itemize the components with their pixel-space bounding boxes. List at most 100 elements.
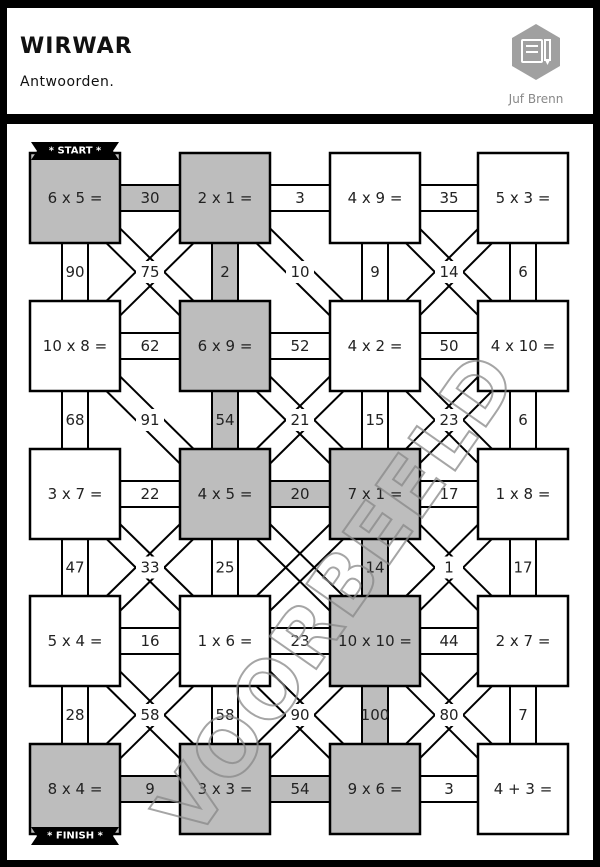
label-bg bbox=[136, 261, 164, 283]
label-bg bbox=[435, 261, 463, 283]
label-bg bbox=[136, 556, 164, 579]
maze-cell bbox=[28, 742, 122, 836]
horizontal-answer-label: 35 bbox=[439, 189, 458, 207]
diagonal-answer-label: 10 bbox=[290, 263, 309, 281]
maze-cell bbox=[28, 594, 122, 688]
vertical-path bbox=[361, 538, 389, 597]
vertical-path bbox=[361, 685, 389, 745]
maze-cell bbox=[178, 151, 272, 245]
diagonal-answer-label: 80 bbox=[439, 706, 458, 724]
horizontal-path bbox=[119, 332, 181, 360]
vertical-answer-label: 6 bbox=[518, 263, 528, 281]
vertical-answer-label: 25 bbox=[215, 559, 234, 577]
start-banner: * START * bbox=[31, 142, 119, 160]
vertical-answer-label: 54 bbox=[215, 411, 234, 429]
horizontal-answer-label: 30 bbox=[140, 189, 159, 207]
horizontal-path bbox=[119, 480, 181, 508]
label-bg bbox=[286, 704, 314, 726]
cell-equation: 4 x 9 = bbox=[348, 189, 403, 207]
maze-board: 6 x 5 =2 x 1 =4 x 9 =5 x 3 =10 x 8 =6 x … bbox=[7, 124, 593, 860]
cell-equation: 7 x 1 = bbox=[348, 485, 403, 503]
vertical-path bbox=[61, 242, 89, 302]
finish-banner-label: * FINISH * bbox=[47, 831, 103, 842]
horizontal-answer-label: 22 bbox=[140, 485, 159, 503]
cell-equation: 2 x 7 = bbox=[496, 632, 551, 650]
finish-banner: * FINISH * bbox=[31, 827, 119, 845]
horizontal-answer-label: 54 bbox=[290, 780, 309, 798]
vertical-answer-label: 15 bbox=[365, 411, 384, 429]
diagonal-answer-label: 1 bbox=[444, 559, 454, 577]
diagonal-answer-label: 14 bbox=[439, 263, 458, 281]
cell-equation: 3 x 3 = bbox=[198, 780, 253, 798]
maze-cell bbox=[476, 594, 570, 688]
horizontal-answer-label: 50 bbox=[439, 337, 458, 355]
maze-svg: 6 x 5 =2 x 1 =4 x 9 =5 x 3 =10 x 8 =6 x … bbox=[28, 142, 570, 854]
vertical-answer-label: 7 bbox=[518, 706, 528, 724]
label-bg bbox=[286, 409, 314, 431]
horizontal-answer-label: 3 bbox=[295, 189, 305, 207]
diagonal-answer-label: 91 bbox=[140, 411, 159, 429]
diagonal-answer-label: 75 bbox=[140, 263, 159, 281]
maze-cell bbox=[476, 299, 570, 393]
cell-equation: 5 x 4 = bbox=[48, 632, 103, 650]
horizontal-answer-label: 3 bbox=[444, 780, 454, 798]
label-bg bbox=[286, 261, 314, 283]
vertical-path bbox=[211, 538, 239, 597]
cell-equation: 6 x 5 = bbox=[48, 189, 103, 207]
maze-cell bbox=[476, 151, 570, 245]
cells: 6 x 5 =2 x 1 =4 x 9 =5 x 3 =10 x 8 =6 x … bbox=[28, 151, 570, 836]
page-title: WIRWAR bbox=[20, 34, 133, 59]
horizontal-path bbox=[269, 184, 331, 212]
maze-cell bbox=[28, 447, 122, 541]
cell-equation: 5 x 3 = bbox=[496, 189, 551, 207]
horizontal-path bbox=[419, 332, 479, 360]
maze-cell bbox=[328, 151, 422, 245]
label-bg bbox=[435, 409, 463, 431]
cell-equation: 9 x 6 = bbox=[348, 780, 403, 798]
cell-equation: 1 x 8 = bbox=[496, 485, 551, 503]
start-banner-label: * START * bbox=[49, 146, 102, 157]
horizontal-answer-label: 44 bbox=[439, 632, 458, 650]
vertical-answer-label: 17 bbox=[513, 559, 532, 577]
vertical-path bbox=[61, 538, 89, 597]
page-subtitle: Antwoorden. bbox=[20, 74, 115, 90]
diagonal-answer-label: 21 bbox=[290, 411, 309, 429]
vertical-path bbox=[61, 685, 89, 745]
cell-equation: 3 x 7 = bbox=[48, 485, 103, 503]
horizontal-path bbox=[269, 480, 331, 508]
vertical-answer-label: 6 bbox=[518, 411, 528, 429]
cell-equation: 8 x 4 = bbox=[48, 780, 103, 798]
logo: Juf Brenn bbox=[491, 22, 581, 110]
label-bg bbox=[136, 409, 164, 431]
vertical-answer-label: 58 bbox=[215, 706, 234, 724]
maze-cell bbox=[328, 742, 422, 836]
vertical-answer-label: 2 bbox=[220, 263, 230, 281]
maze-cell bbox=[476, 742, 570, 836]
cell-equation: 4 x 10 = bbox=[491, 337, 555, 355]
horizontal-answer-label: 20 bbox=[290, 485, 309, 503]
maze-cell bbox=[28, 151, 122, 245]
finish-banner-shape bbox=[31, 827, 119, 845]
vertical-answer-label: 28 bbox=[65, 706, 84, 724]
maze-cell bbox=[328, 299, 422, 393]
notebook-pencil-icon bbox=[512, 24, 560, 80]
logo-text: Juf Brenn bbox=[508, 92, 564, 106]
horizontal-answer-label: 23 bbox=[290, 632, 309, 650]
vertical-answer-label: 100 bbox=[361, 706, 390, 724]
label-bg bbox=[435, 704, 463, 726]
cell-equation: 1 x 6 = bbox=[198, 632, 253, 650]
cell-equation: 2 x 1 = bbox=[198, 189, 253, 207]
maze-cell bbox=[178, 594, 272, 688]
maze-cell bbox=[28, 299, 122, 393]
maze-cell bbox=[476, 447, 570, 541]
diagonal-answer-label: 58 bbox=[140, 706, 159, 724]
vertical-answer-label: 14 bbox=[365, 559, 384, 577]
cell-equation: 4 + 3 = bbox=[494, 780, 553, 798]
header: WIRWAR Antwoorden. Juf Brenn bbox=[7, 8, 593, 114]
maze-cell bbox=[328, 447, 422, 541]
horizontal-answer-label: 17 bbox=[439, 485, 458, 503]
cell-equation: 4 x 5 = bbox=[198, 485, 253, 503]
horizontal-path bbox=[419, 480, 479, 508]
vertical-answer-label: 68 bbox=[65, 411, 84, 429]
